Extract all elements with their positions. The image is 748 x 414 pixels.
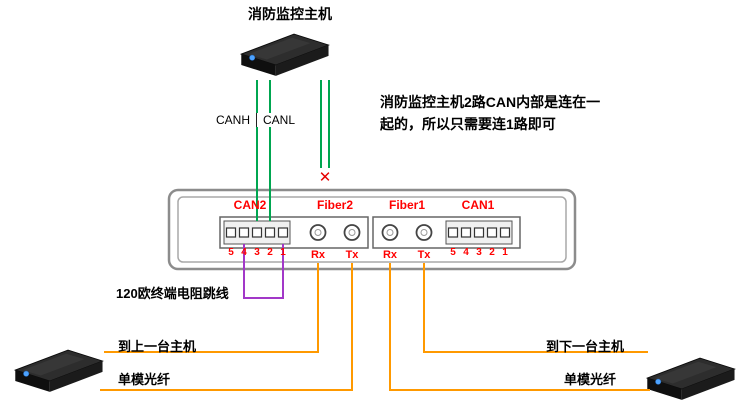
can1-pin-3: 3 [476, 247, 482, 258]
canl-label: CANL [256, 113, 295, 127]
can2-pin-4: 4 [241, 247, 247, 258]
annotation-line1: 消防监控主机2路CAN内部是连在一 [380, 94, 601, 110]
can1-pin-4: 4 [463, 247, 469, 258]
jumper-label: 120欧终端电阻跳线 [116, 286, 229, 301]
fiber2-rx-port [309, 224, 327, 241]
can2-port-label: CAN2 [233, 198, 267, 212]
can-bus-labels: CANH CANL [214, 113, 298, 127]
next-host-device [646, 357, 736, 401]
can2-pin-5: 5 [228, 247, 234, 258]
can1-port-label: CAN1 [461, 198, 495, 212]
fire-host-title: 消防监控主机 [248, 6, 332, 22]
panel-inner-frame [177, 196, 567, 263]
can2-pin-1: 1 [280, 247, 286, 258]
fiber-ports [309, 224, 433, 241]
right-direction-label: 到下一台主机 [546, 339, 625, 354]
fiber-link-wires [100, 263, 650, 391]
fiber1-port-label: Fiber1 [388, 198, 426, 212]
can2-terminal-block [223, 220, 291, 245]
can2-pin-2: 2 [267, 247, 273, 258]
fiber1-rx-link [389, 263, 650, 391]
can2-pin-3: 3 [254, 247, 260, 258]
can-bus-wires [256, 80, 330, 221]
fiber1-tx-link [423, 263, 648, 353]
prev-host-device [14, 349, 104, 393]
canh-label: CANH [216, 113, 251, 127]
fiber1-tx-label: Tx [417, 249, 431, 261]
termination-jumper-wire [243, 244, 284, 299]
not-connected-icon: ✕ [318, 169, 332, 186]
fiber2-port-label: Fiber2 [316, 198, 354, 212]
fire-host-device [240, 33, 330, 77]
can1-terminal-block [445, 220, 513, 245]
can1-pin-5: 5 [450, 247, 456, 258]
fiber2-tx-port [343, 224, 361, 241]
can1-pin-1: 1 [502, 247, 508, 258]
left-direction-label: 到上一台主机 [118, 339, 197, 354]
fiber1-rx-label: Rx [382, 249, 398, 261]
right-fiber-label: 单模光纤 [564, 372, 617, 387]
fiber1-rx-port [381, 224, 399, 241]
fiber2-rx-link [104, 263, 319, 353]
fiber2-tx-link [100, 263, 353, 391]
annotation-line2: 起的，所以只需要连1路即可 [380, 116, 556, 132]
fiber1-tx-port [415, 224, 433, 241]
fiber-converter-panel [167, 188, 577, 271]
left-fiber-label: 单模光纤 [118, 372, 171, 387]
fiber2-tx-label: Tx [345, 249, 359, 261]
fiber2-rx-label: Rx [310, 249, 326, 261]
can1-pin-2: 2 [489, 247, 495, 258]
